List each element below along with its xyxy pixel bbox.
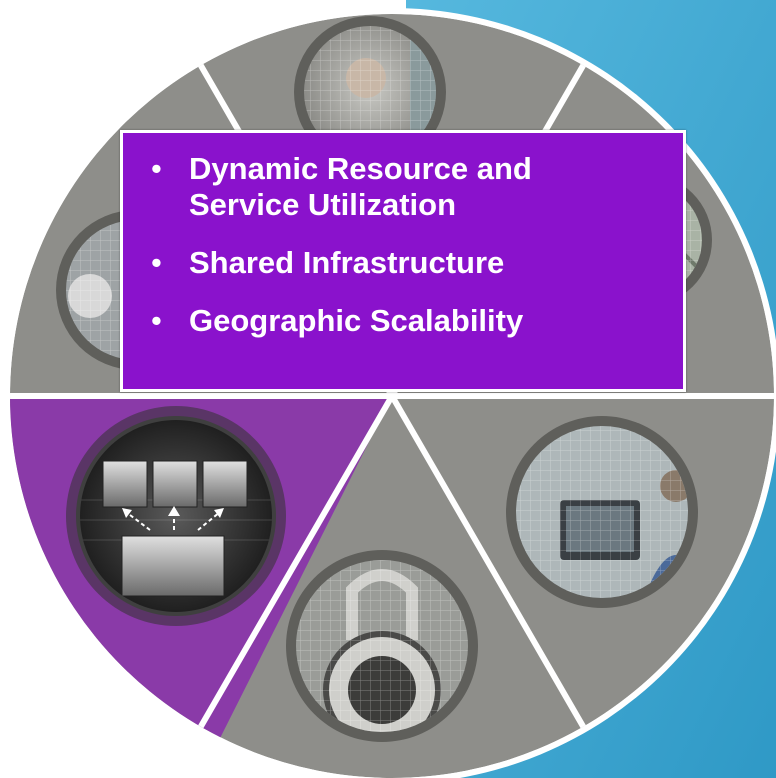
shared-infrastructure-blocks-icon — [66, 406, 286, 626]
bullet-text-line: Shared Infrastructure — [189, 245, 505, 280]
video-conference-icon — [506, 416, 698, 608]
list-item: • Shared Infrastructure — [145, 245, 665, 281]
bullet-glyph: • — [151, 303, 162, 338]
list-item: • Geographic Scalability — [145, 303, 665, 339]
feature-callout: • Dynamic Resource and Service Utilizati… — [120, 130, 686, 392]
bullet-text-line: Service Utilization — [189, 187, 457, 222]
bullet-glyph: • — [151, 151, 162, 186]
bullet-text-line: Dynamic Resource and — [189, 151, 532, 186]
list-item: • Dynamic Resource and Service Utilizati… — [145, 151, 665, 223]
feature-list: • Dynamic Resource and Service Utilizati… — [145, 151, 665, 339]
bullet-text-line: Geographic Scalability — [189, 303, 524, 338]
bullet-glyph: • — [151, 245, 162, 280]
combination-padlock-icon — [286, 550, 478, 742]
